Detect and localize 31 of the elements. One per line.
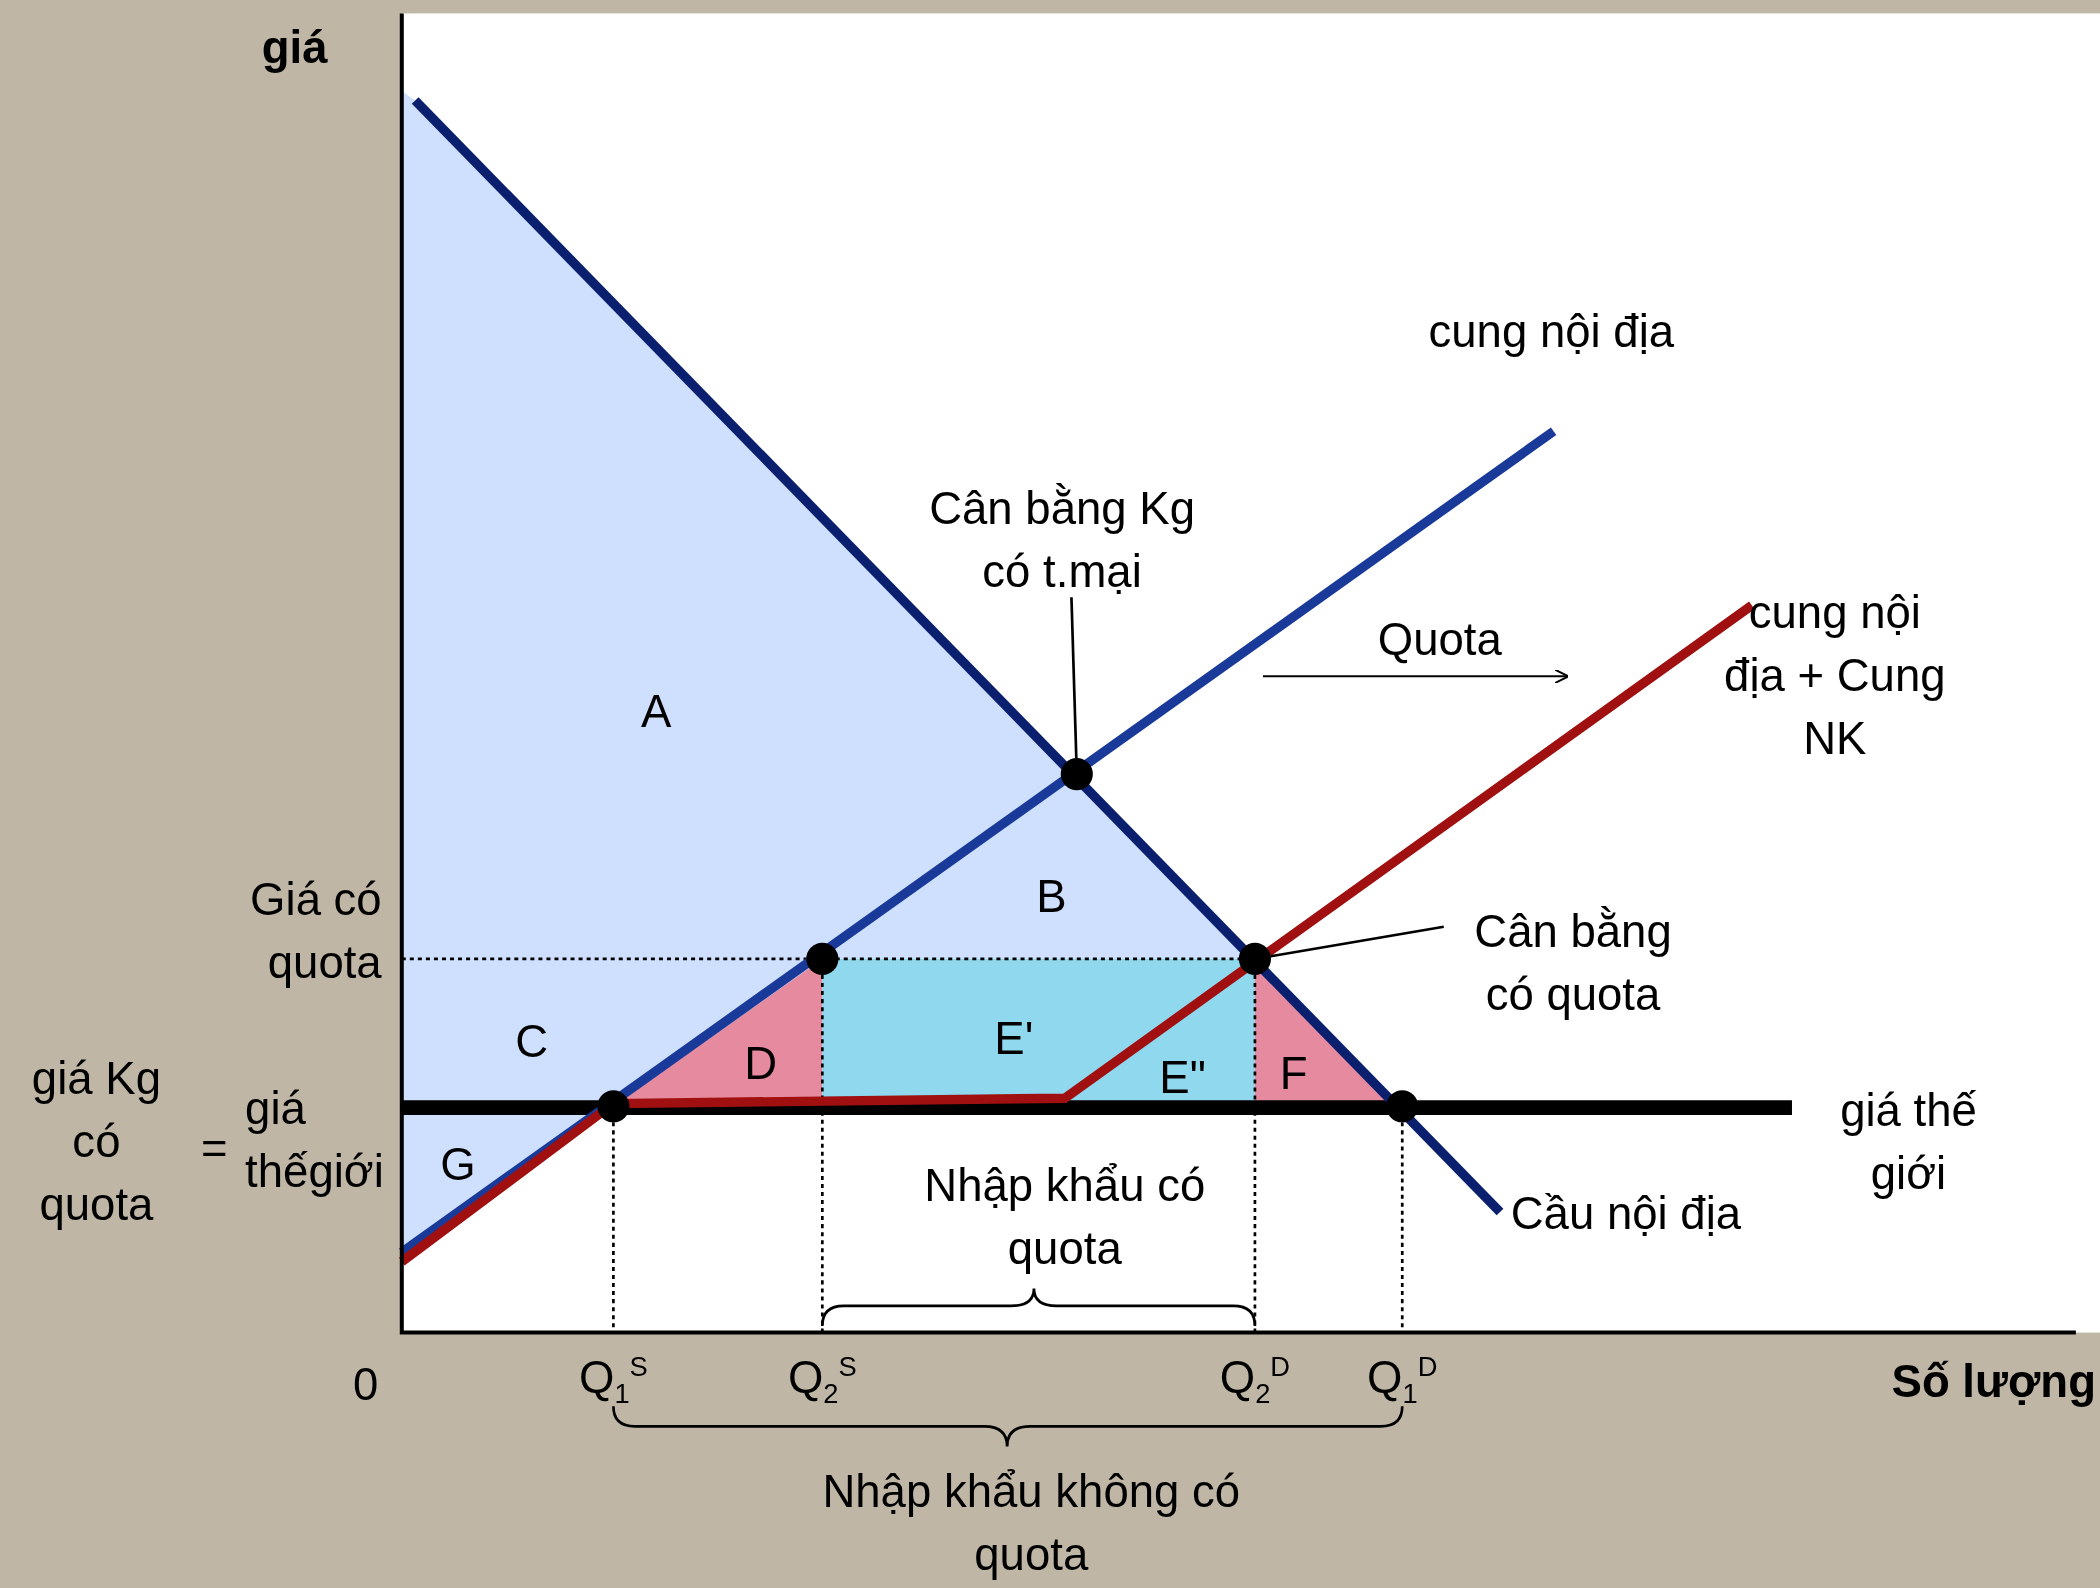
equilibrium-point bbox=[597, 1090, 630, 1123]
area-label: A bbox=[640, 684, 673, 739]
import-label: Nhập khẩu không có quota bbox=[821, 1464, 1242, 1582]
callout-text: Cân bằng có quota bbox=[1449, 900, 1697, 1026]
area-label: G bbox=[439, 1137, 477, 1192]
leader-line bbox=[1070, 597, 1078, 759]
curve-label: Cầu nội địa bbox=[1510, 1186, 1743, 1241]
area-label: C bbox=[514, 1014, 550, 1069]
callout-text: Cân bằng Kg có t.mại bbox=[921, 476, 1203, 603]
curve-label: Quota bbox=[1376, 612, 1503, 667]
axis-title: Số lượng bbox=[1890, 1354, 2096, 1409]
area-label: E" bbox=[1158, 1050, 1207, 1105]
curve-label: cung nội địa bbox=[1427, 304, 1675, 359]
equilibrium-point bbox=[1060, 758, 1093, 791]
price-label: Giá có quota bbox=[249, 872, 382, 990]
area-label: D bbox=[743, 1036, 779, 1091]
area-label: E' bbox=[993, 1011, 1035, 1066]
area-label: F bbox=[1278, 1046, 1309, 1101]
axis-title: giá bbox=[260, 20, 329, 75]
origin-label: 0 bbox=[351, 1357, 380, 1411]
price-label: giá Kg có quota bbox=[30, 1051, 162, 1232]
area-label: B bbox=[1035, 869, 1068, 924]
curve-label: giá thế giới bbox=[1839, 1083, 1978, 1201]
import-label: Nhập khẩu có quota bbox=[923, 1158, 1207, 1276]
leader-line bbox=[1270, 925, 1444, 958]
curve-label: cung nội địa + Cung NK bbox=[1723, 585, 1947, 766]
equals-sign: = bbox=[200, 1121, 229, 1176]
price-label: giá thếgiới bbox=[245, 1081, 385, 1199]
equilibrium-point bbox=[806, 942, 839, 975]
equilibrium-point bbox=[1386, 1090, 1419, 1123]
equilibrium-point bbox=[1238, 942, 1271, 975]
